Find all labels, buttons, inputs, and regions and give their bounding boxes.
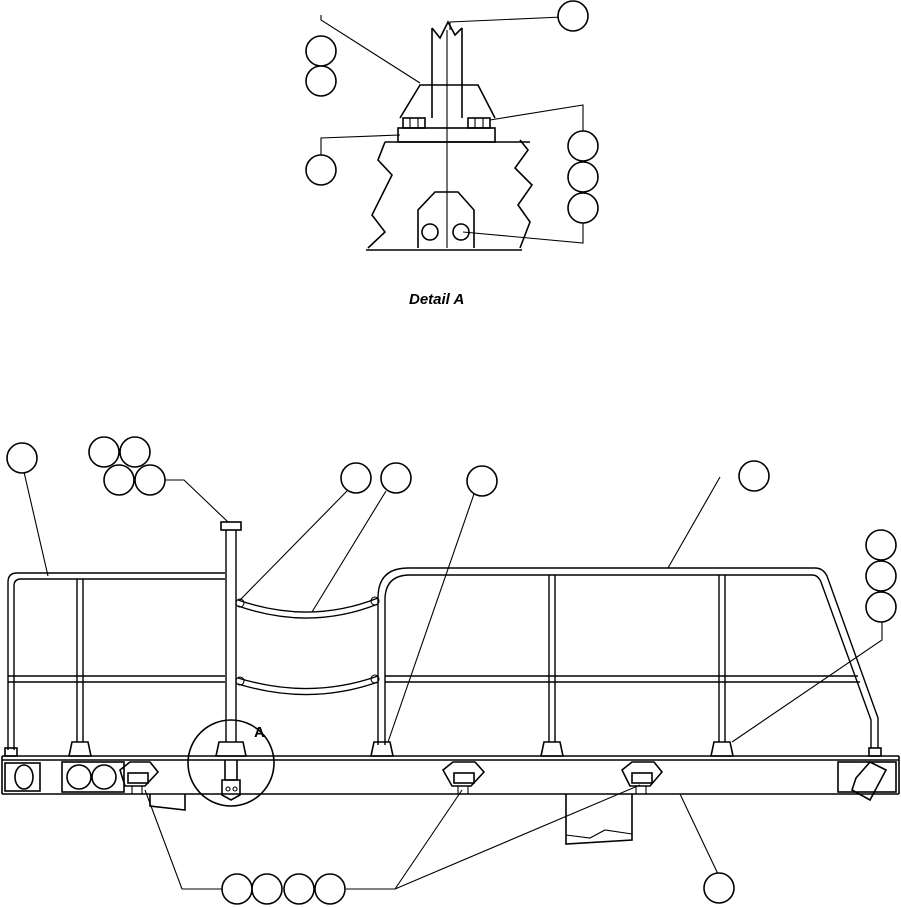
cable-chain bbox=[235, 596, 380, 696]
detail-callouts bbox=[305, 0, 599, 224]
callout-circle bbox=[567, 192, 599, 224]
detail-post bbox=[431, 20, 463, 248]
callout-circle bbox=[88, 436, 120, 468]
detail-pin-left bbox=[421, 223, 439, 241]
callout-circle bbox=[466, 465, 498, 497]
callout-circle bbox=[134, 464, 166, 496]
main-view: A bbox=[1, 436, 900, 905]
callout-circle bbox=[119, 436, 151, 468]
callout-circle bbox=[865, 529, 897, 561]
main-frame-beam bbox=[1, 755, 900, 845]
callout-circle bbox=[305, 154, 337, 186]
callout-circle bbox=[314, 873, 346, 905]
callout-circle bbox=[103, 464, 135, 496]
callout-circle bbox=[221, 873, 253, 905]
detail-gusset bbox=[399, 84, 496, 119]
main-leaders bbox=[23, 471, 883, 890]
callout-circle bbox=[340, 462, 372, 494]
callout-circle bbox=[567, 161, 599, 193]
callout-circle bbox=[251, 873, 283, 905]
callout-circle bbox=[305, 35, 337, 67]
detail-caption: Detail A bbox=[409, 291, 464, 308]
callout-circle bbox=[6, 442, 38, 474]
callout-circle bbox=[283, 873, 315, 905]
detail-broken-section bbox=[366, 139, 534, 251]
detail-lower-bracket bbox=[417, 191, 475, 248]
handrail-right bbox=[370, 567, 882, 757]
callout-circle bbox=[557, 0, 589, 32]
detail-bolt-right bbox=[467, 117, 491, 129]
detail-leaders bbox=[320, 15, 584, 244]
center-post bbox=[215, 521, 247, 801]
detail-a-marker-circle bbox=[187, 719, 275, 807]
beam-bracket bbox=[441, 761, 486, 794]
detail-bolt-left bbox=[402, 117, 426, 129]
callout-circle bbox=[305, 65, 337, 97]
detail-a-view: Detail A bbox=[305, 0, 599, 308]
beam-bracket bbox=[620, 761, 664, 794]
callout-circle bbox=[703, 872, 735, 904]
handrail-left bbox=[4, 572, 225, 757]
callout-circle bbox=[380, 462, 412, 494]
main-callouts bbox=[6, 436, 897, 905]
beam-bracket bbox=[119, 761, 160, 794]
callout-circle bbox=[865, 560, 897, 592]
detail-a-marker-letter: A bbox=[254, 724, 265, 741]
callout-circle bbox=[567, 130, 599, 162]
callout-circle bbox=[738, 460, 770, 492]
callout-circle bbox=[865, 591, 897, 623]
